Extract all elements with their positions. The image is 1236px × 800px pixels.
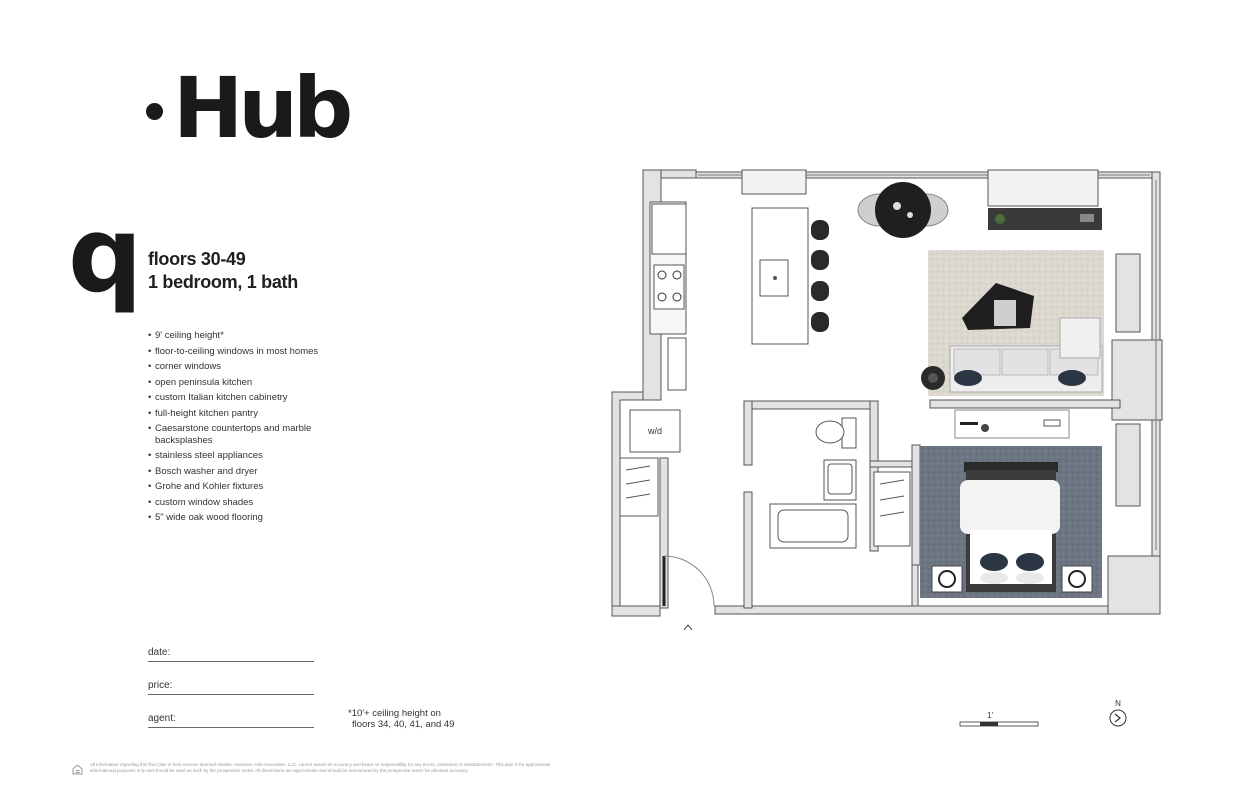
- bottom-left-wall: [611, 605, 661, 617]
- feature-item: floor-to-ceiling windows in most homes: [148, 346, 348, 358]
- bed-left-wall: [911, 444, 921, 566]
- bed-duvet: [960, 480, 1060, 534]
- logo-dot: [146, 102, 163, 120]
- window-column-1: [741, 169, 807, 195]
- feature-item: Caesarstone countertops and marble backs…: [148, 423, 348, 446]
- nightstand-left: [931, 565, 963, 593]
- console-table: [954, 409, 1070, 439]
- ceiling-footnote: *10'+ ceiling height on floors 34, 40, 4…: [348, 708, 454, 730]
- bedroom-corner-left: [911, 559, 919, 607]
- washer-dryer: [629, 409, 681, 453]
- right-column-3: [1115, 423, 1141, 507]
- bath-left-wall-lower: [743, 491, 753, 609]
- footnote-line1: *10'+ ceiling height on: [348, 708, 441, 719]
- feature-item: corner windows: [148, 361, 348, 373]
- entry-door: [662, 555, 715, 631]
- bedroom-step: [1107, 555, 1161, 615]
- agent-label: agent:: [148, 713, 176, 724]
- equal-housing-icon: [72, 764, 83, 775]
- feature-item: Bosch washer and dryer: [148, 466, 348, 478]
- agent-field[interactable]: agent:: [148, 713, 314, 728]
- feature-item: open peninsula kitchen: [148, 377, 348, 389]
- living-room: [921, 250, 1104, 396]
- feature-item: custom Italian kitchen cabinetry: [148, 392, 348, 404]
- feature-item: stainless steel appliances: [148, 450, 348, 462]
- bathroom: [769, 417, 857, 549]
- legal-disclaimer: All information regarding this floor pla…: [90, 762, 551, 773]
- brand-logo: Hub: [146, 59, 353, 157]
- date-field[interactable]: date:: [148, 647, 314, 662]
- feature-item: custom window shades: [148, 497, 348, 509]
- bedroom-closet: [873, 471, 911, 547]
- bedroom: [920, 446, 1102, 598]
- bathtub: [769, 503, 857, 549]
- feature-item: 5" wide oak wood flooring: [148, 512, 348, 524]
- north-arrow-icon: N: [1109, 699, 1127, 727]
- scale-label: 1': [987, 711, 993, 720]
- toilet-bowl: [815, 420, 845, 444]
- bath-left-wall-upper: [743, 400, 753, 466]
- right-column-2: [1115, 253, 1141, 333]
- wd-label: w/d: [647, 426, 662, 436]
- unit-letter: q: [68, 194, 142, 316]
- feature-item: Grohe and Kohler fixtures: [148, 481, 348, 493]
- bottom-wall-right: [714, 605, 1161, 615]
- bath-top-wall: [743, 400, 879, 410]
- feature-list: 9' ceiling height* floor-to-ceiling wind…: [148, 330, 348, 528]
- closets: [619, 457, 911, 547]
- unit-floors: floors 30-49: [148, 249, 246, 269]
- dining-table: [857, 182, 949, 238]
- pantry: [667, 337, 687, 391]
- feature-item: full-height kitchen pantry: [148, 408, 348, 420]
- kitchen: [649, 201, 829, 391]
- bar-stools: [811, 220, 829, 332]
- living-bedroom-wall: [929, 399, 1121, 409]
- scale-bar: 1': [959, 711, 1039, 727]
- unit-info: floors 30-49 1 bedroom, 1 bath: [148, 248, 298, 294]
- unit-layout: 1 bedroom, 1 bath: [148, 272, 298, 292]
- feature-item: 9' ceiling height*: [148, 330, 348, 342]
- fridge: [651, 203, 687, 255]
- window-column-2: [987, 169, 1099, 207]
- hall-wall: [659, 457, 669, 609]
- armchair: [1059, 317, 1101, 359]
- nightstand-right: [1061, 565, 1093, 593]
- footnote-line2: floors 34, 40, 41, and 49: [352, 719, 455, 730]
- price-label: price:: [148, 680, 173, 691]
- logo-text: Hub: [173, 59, 353, 157]
- north-label: N: [1115, 699, 1121, 708]
- tv-console: [988, 208, 1102, 230]
- price-field[interactable]: price:: [148, 680, 314, 695]
- hall-closet: [619, 457, 659, 517]
- date-label: date:: [148, 647, 171, 658]
- bed-headboard: [964, 462, 1058, 472]
